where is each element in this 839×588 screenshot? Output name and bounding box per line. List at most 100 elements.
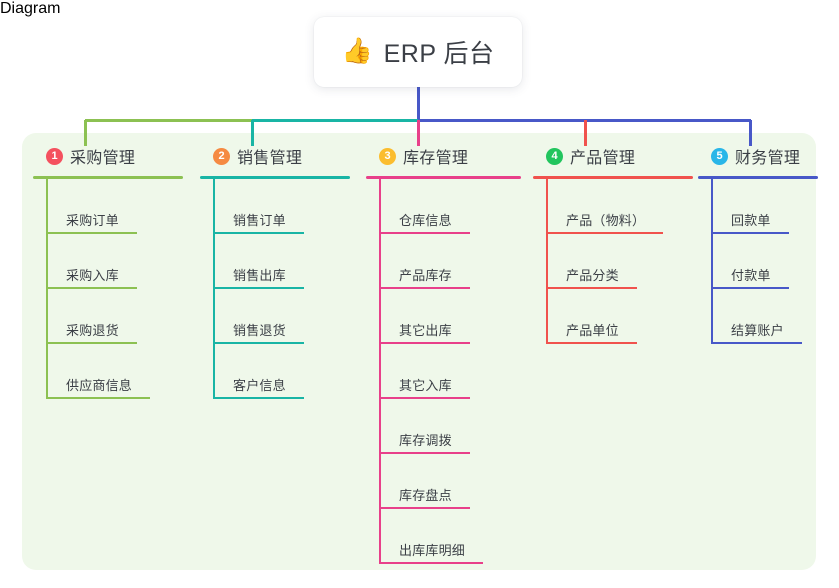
list-item[interactable]: 销售订单 (213, 179, 350, 234)
list-item[interactable]: 采购入库 (46, 234, 183, 289)
branch-title: 库存管理 (403, 150, 469, 167)
list-item-rule (711, 287, 789, 289)
branch-title: 产品管理 (570, 150, 636, 167)
list-item[interactable]: 产品单位 (546, 289, 693, 344)
branch-spine (546, 179, 548, 344)
list-item-label: 供应商信息 (66, 378, 133, 393)
branch-spine (711, 179, 713, 344)
list-item-label: 产品库存 (399, 268, 452, 283)
list-item[interactable]: 库存调拨 (379, 399, 521, 454)
branch-header[interactable]: 1 采购管理 (33, 143, 183, 169)
branch-header-rule (200, 176, 350, 179)
branch-header[interactable]: 4 产品管理 (533, 143, 693, 169)
branch-header-rule (698, 176, 818, 179)
list-item[interactable]: 其它入库 (379, 344, 521, 399)
list-item-rule (46, 232, 137, 234)
branch-header[interactable]: 2 销售管理 (200, 143, 350, 169)
branch-number-badge: 5 (711, 147, 728, 165)
list-item[interactable]: 其它出库 (379, 289, 521, 344)
branch-item-list: 仓库信息 产品库存 其它出库 其它入库 库存调拨 (366, 179, 521, 564)
branch-header-rule (33, 176, 183, 179)
branch-item-list: 采购订单 采购入库 采购退货 供应商信息 (33, 179, 183, 399)
list-item[interactable]: 库存盘点 (379, 454, 521, 509)
branch-header[interactable]: 3 库存管理 (366, 143, 521, 169)
list-item-label: 库存调拨 (399, 433, 452, 448)
list-item-rule (46, 287, 137, 289)
list-item[interactable]: 客户信息 (213, 344, 350, 399)
list-item-rule (546, 232, 663, 234)
list-item[interactable]: 结算账户 (711, 289, 818, 344)
list-item-label: 库存盘点 (399, 488, 452, 503)
branch-spine (379, 179, 381, 564)
list-item[interactable]: 出库库明细 (379, 509, 521, 564)
list-item-label: 采购订单 (66, 213, 119, 228)
list-item-label: 采购入库 (66, 268, 119, 283)
branch-item-list: 销售订单 销售出库 销售退货 客户信息 (200, 179, 350, 399)
branch-column-finance: 5 财务管理 回款单 付款单 结算账户 (698, 143, 818, 344)
branch-number-badge: 2 (213, 147, 230, 165)
list-item-rule (711, 342, 802, 344)
list-item[interactable]: 供应商信息 (46, 344, 183, 399)
list-item[interactable]: 付款单 (711, 234, 818, 289)
root-title: ERP 后台 (383, 40, 495, 68)
list-item-rule (46, 397, 150, 399)
branch-title: 采购管理 (70, 150, 136, 167)
list-item-rule (379, 507, 470, 509)
list-item[interactable]: 销售退货 (213, 289, 350, 344)
branch-item-list: 回款单 付款单 结算账户 (698, 179, 818, 344)
list-item[interactable]: 产品分类 (546, 234, 693, 289)
branch-number-badge: 1 (46, 147, 63, 165)
branch-number-badge: 3 (379, 147, 396, 165)
list-item-label: 仓库信息 (399, 213, 452, 228)
list-item-label: 产品单位 (566, 323, 619, 338)
list-item-rule (379, 287, 470, 289)
branch-column-inventory: 3 库存管理 仓库信息 产品库存 其它出库 其它入库 (366, 143, 521, 564)
branch-column-product: 4 产品管理 产品（物料） 产品分类 产品单位 (533, 143, 693, 344)
list-item-rule (213, 232, 304, 234)
list-item-rule (711, 232, 789, 234)
list-item-rule (379, 232, 470, 234)
branch-title: 销售管理 (237, 150, 303, 167)
branch-column-sales: 2 销售管理 销售订单 销售出库 销售退货 客户信息 (200, 143, 350, 399)
root-node[interactable]: 👍 ERP 后台 (314, 17, 522, 87)
branch-spine (46, 179, 48, 399)
list-item-label: 产品分类 (566, 268, 619, 283)
branch-item-list: 产品（物料） 产品分类 产品单位 (533, 179, 693, 344)
branch-header[interactable]: 5 财务管理 (698, 143, 818, 169)
list-item-rule (213, 397, 304, 399)
thumbs-up-icon: 👍 (341, 36, 373, 65)
list-item-rule (379, 342, 470, 344)
branch-number-badge: 4 (546, 147, 563, 165)
list-item[interactable]: 产品库存 (379, 234, 521, 289)
list-item-rule (46, 342, 137, 344)
branch-header-rule (366, 176, 521, 179)
list-item-label: 结算账户 (731, 323, 784, 338)
branch-column-purchasing: 1 采购管理 采购订单 采购入库 采购退货 供应商信 (33, 143, 183, 399)
list-item-label: 销售退货 (233, 323, 286, 338)
list-item-rule (213, 342, 304, 344)
list-item-rule (546, 287, 637, 289)
branch-spine (213, 179, 215, 399)
branch-title: 财务管理 (735, 150, 801, 167)
branches-panel (22, 133, 816, 570)
list-item-label: 出库库明细 (399, 543, 466, 558)
list-item-label: 销售订单 (233, 213, 286, 228)
list-item-label: 付款单 (731, 268, 771, 283)
list-item[interactable]: 仓库信息 (379, 179, 521, 234)
list-item[interactable]: 销售出库 (213, 234, 350, 289)
list-item-label: 产品（物料） (566, 213, 646, 228)
list-item[interactable]: 采购退货 (46, 289, 183, 344)
list-item-rule (379, 562, 483, 564)
list-item-rule (546, 342, 637, 344)
list-item-label: 其它入库 (399, 378, 452, 393)
list-item-label: 客户信息 (233, 378, 286, 393)
list-item-rule (213, 287, 304, 289)
list-item[interactable]: 回款单 (711, 179, 818, 234)
list-item[interactable]: 产品（物料） (546, 179, 693, 234)
list-item-label: 销售出库 (233, 268, 286, 283)
list-item-rule (379, 397, 470, 399)
list-item-rule (379, 452, 470, 454)
list-item[interactable]: 采购订单 (46, 179, 183, 234)
